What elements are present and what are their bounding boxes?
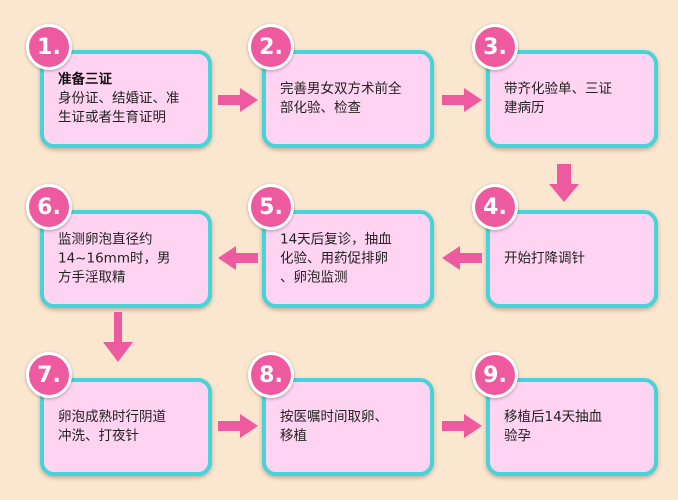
step-4-line-1: 开始打降调针 bbox=[504, 250, 585, 267]
step-box-3: 带齐化验单、三证 建病历 bbox=[486, 50, 658, 148]
arrow-right-icon-2-to-3 bbox=[442, 88, 482, 112]
step-box-4: 开始打降调针 bbox=[486, 210, 658, 308]
step-8-line-1: 按医嘱时间取卵、 bbox=[280, 409, 388, 425]
step-1-badge: 1. bbox=[26, 24, 72, 70]
step-6-line-1: 监测卵泡直径约 bbox=[58, 231, 153, 248]
step-3-line-1: 带齐化验单、三证 bbox=[504, 81, 612, 97]
arrow-down-icon-3-to-4 bbox=[549, 164, 579, 202]
arrow-left-icon-4-to-5 bbox=[442, 246, 482, 270]
step-6-line-3: 方手淫取精 bbox=[58, 269, 126, 286]
step-3-line-2: 建病历 bbox=[504, 100, 545, 116]
step-1-line-1: 身份证、结婚证、准 bbox=[58, 90, 180, 107]
step-5-line-1: 14天后复诊，抽血 bbox=[280, 231, 392, 248]
step-2-line-2: 部化验、检查 bbox=[280, 100, 361, 116]
arrow-left-icon-5-to-6 bbox=[218, 246, 258, 270]
step-7-line-2: 冲洗、打夜针 bbox=[58, 428, 139, 444]
step-3-badge: 3. bbox=[472, 24, 518, 70]
step-box-1: 准备三证 身份证、结婚证、准 生证或者生育证明 bbox=[40, 50, 212, 148]
step-box-5: 14天后复诊，抽血 化验、用药促排卵 、卵泡监测 bbox=[262, 210, 434, 308]
step-2-badge: 2. bbox=[248, 24, 294, 70]
step-box-2: 完善男女双方术前全 部化验、检查 bbox=[262, 50, 434, 148]
step-5-line-3: 、卵泡监测 bbox=[280, 269, 348, 286]
step-box-8: 按医嘱时间取卵、 移植 bbox=[262, 378, 434, 476]
step-box-7: 卵泡成熟时行阴道 冲洗、打夜针 bbox=[40, 378, 212, 476]
step-box-6: 监测卵泡直径约 14~16mm时，男 方手淫取精 bbox=[40, 210, 212, 308]
step-1-line-2: 生证或者生育证明 bbox=[58, 109, 166, 126]
step-2-line-1: 完善男女双方术前全 bbox=[280, 81, 402, 97]
arrow-right-icon-8-to-9 bbox=[442, 414, 482, 438]
arrow-right-icon-7-to-8 bbox=[218, 414, 258, 438]
step-1-title: 准备三证 bbox=[58, 71, 112, 88]
step-6-badge: 6. bbox=[26, 184, 72, 230]
step-box-9: 移植后14天抽血 验孕 bbox=[486, 378, 658, 476]
step-6-line-2: 14~16mm时，男 bbox=[58, 250, 171, 267]
step-7-line-1: 卵泡成熟时行阴道 bbox=[58, 409, 166, 425]
step-7-badge: 7. bbox=[26, 352, 72, 398]
step-9-badge: 9. bbox=[472, 352, 518, 398]
step-8-line-2: 移植 bbox=[280, 428, 307, 444]
arrow-right-icon-1-to-2 bbox=[218, 88, 258, 112]
step-8-badge: 8. bbox=[248, 352, 294, 398]
step-5-line-2: 化验、用药促排卵 bbox=[280, 250, 388, 267]
arrow-down-icon-6-to-7 bbox=[103, 312, 133, 362]
step-4-badge: 4. bbox=[472, 184, 518, 230]
step-9-line-1: 移植后14天抽血 bbox=[504, 409, 603, 425]
step-9-line-2: 验孕 bbox=[504, 428, 531, 444]
step-5-badge: 5. bbox=[248, 184, 294, 230]
